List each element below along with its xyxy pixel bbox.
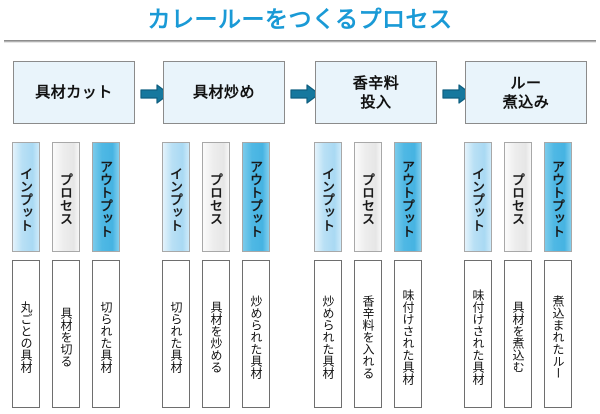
ipo-tag-row: インプット プロセス アウトプット [460,142,600,254]
tag-process: プロセス [52,142,80,252]
tag-output: アウトプット [92,142,120,252]
process-step-label: 香辛料 投入 [352,74,400,111]
ipo-content-row: 切られた具材 具材を炒める 炒められた具材 [158,260,298,410]
ipo-tag-row: インプット プロセス アウトプット [158,142,298,254]
page-title: カレールーをつくるプロセス [147,6,453,32]
process-step-label: 具材炒め [192,84,255,101]
process-step-box[interactable]: 香辛料 投入 [315,61,437,124]
tag-input: インプット [162,142,190,252]
process-step-label: 具材カット [35,84,113,101]
content-box-input[interactable]: 味付けされた具材 [464,260,492,408]
process-stage: 具材炒め インプット プロセス アウトプット 切られた具材 具材を炒める 炒めら… [158,44,320,414]
process-step-box[interactable]: 具材炒め [163,61,285,124]
content-box-input[interactable]: 炒められた具材 [314,260,342,408]
title-area: カレールーをつくるプロセス [0,0,600,44]
ipo-content-row: 炒められた具材 香辛料を入れる 味付けされた具材 [310,260,450,410]
tag-output: アウトプット [544,142,572,252]
content-box-process[interactable]: 具材を煮込む [504,260,532,408]
content-box-output[interactable]: 煮込まれたルー [544,260,572,408]
process-step-box[interactable]: 具材カット [13,61,135,124]
ipo-content-row: 丸ごとの具材 具材を切る 切られた具材 [8,260,148,410]
tag-input: インプット [12,142,40,252]
tag-input: インプット [464,142,492,252]
process-step-box[interactable]: ルー 煮込み [465,61,587,124]
content-box-input[interactable]: 切られた具材 [162,260,190,408]
process-stage: ルー 煮込み インプット プロセス アウトプット 味付けされた具材 具材を煮込む… [460,44,600,414]
content-box-output[interactable]: 切られた具材 [92,260,120,408]
ipo-tag-row: インプット プロセス アウトプット [8,142,148,254]
content-box-output[interactable]: 炒められた具材 [242,260,270,408]
tag-process: プロセス [504,142,532,252]
tag-process: プロセス [354,142,382,252]
ipo-content-row: 味付けされた具材 具材を煮込む 煮込まれたルー [460,260,600,410]
content-box-output[interactable]: 味付けされた具材 [394,260,422,408]
content-box-process[interactable]: 香辛料を入れる [354,260,382,408]
title-divider [4,40,596,43]
process-step-label: ルー 煮込み [502,74,550,111]
process-stage: 具材カット インプット プロセス アウトプット 丸ごとの具材 具材を切る 切られ… [8,44,170,414]
content-box-input[interactable]: 丸ごとの具材 [12,260,40,408]
tag-output: アウトプット [242,142,270,252]
ipo-tag-row: インプット プロセス アウトプット [310,142,450,254]
process-stage: 香辛料 投入 インプット プロセス アウトプット 炒められた具材 香辛料を入れる… [310,44,472,414]
content-box-process[interactable]: 具材を炒める [202,260,230,408]
tag-output: アウトプット [394,142,422,252]
tag-process: プロセス [202,142,230,252]
flow-arrow-icon [290,84,320,104]
content-box-process[interactable]: 具材を切る [52,260,80,408]
tag-input: インプット [314,142,342,252]
process-diagram: 具材カット インプット プロセス アウトプット 丸ごとの具材 具材を切る 切られ… [0,44,600,414]
